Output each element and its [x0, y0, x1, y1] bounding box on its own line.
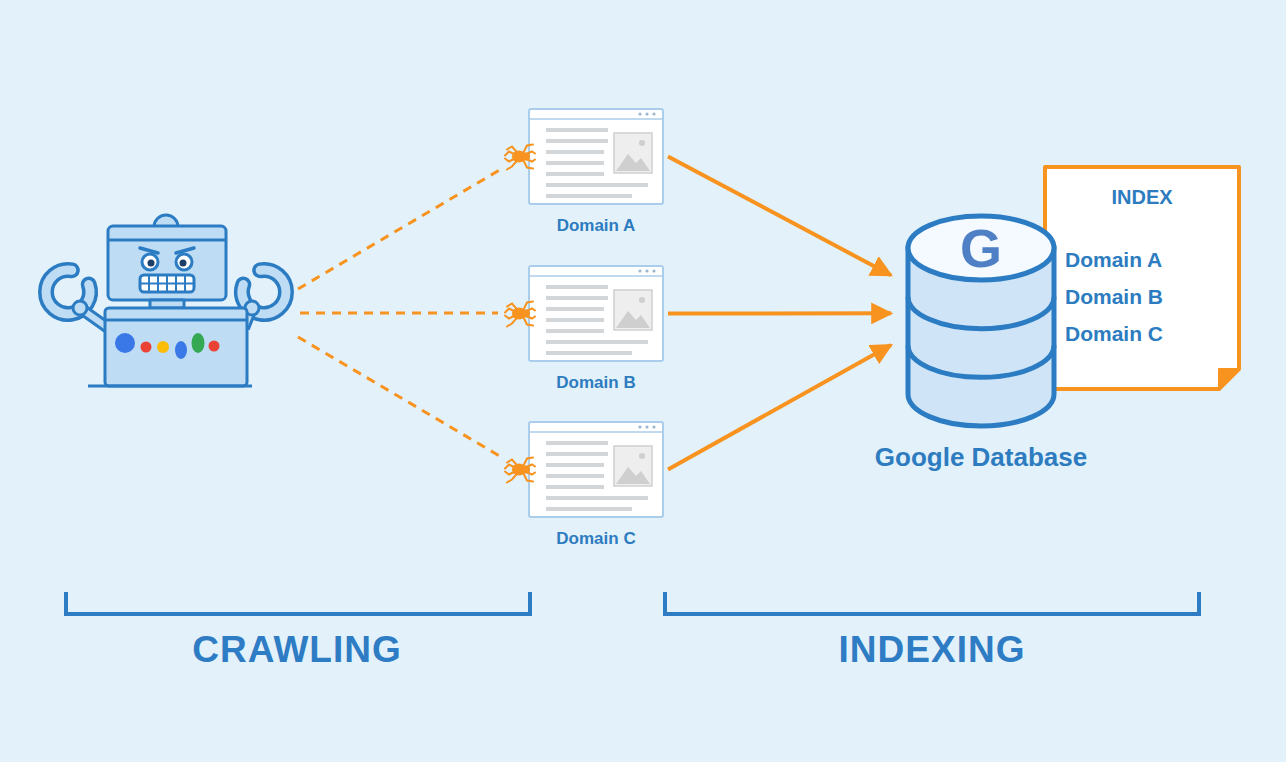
- web-page: Domain B: [528, 265, 664, 362]
- crawl-line: [298, 168, 503, 458]
- index-arrow: [668, 157, 891, 276]
- index-entry: Domain B: [1065, 284, 1163, 310]
- page-outline: [528, 265, 664, 362]
- stage-label: CRAWLING: [97, 628, 497, 672]
- google-logo: G: [905, 218, 1057, 278]
- spider-icon: [505, 458, 535, 483]
- domain-label: Domain A: [557, 216, 636, 236]
- index-entry: Domain A: [1065, 247, 1162, 273]
- database-cylinder: GGoogle Database: [905, 212, 1057, 430]
- page-thumbnail: [529, 109, 663, 204]
- domain-label: Domain B: [556, 373, 635, 393]
- index-arrow: [668, 345, 891, 470]
- domain-label: Domain C: [556, 529, 635, 549]
- page-outline: [528, 108, 664, 205]
- page-thumbnail: [529, 266, 663, 361]
- database-label: Google Database: [875, 442, 1087, 472]
- cylinder-band: [908, 345, 1054, 377]
- index-heading: INDEX: [1043, 185, 1241, 209]
- stage-label: INDEXING: [732, 628, 1132, 672]
- index-document: INDEX Domain A Domain B Domain C: [1043, 165, 1241, 391]
- page-outline: [528, 421, 664, 518]
- web-page: Domain C: [528, 421, 664, 518]
- index-entry: Domain C: [1065, 321, 1163, 347]
- bracket: [66, 592, 1199, 614]
- robot: [46, 215, 286, 386]
- spider-icon: [505, 302, 535, 327]
- cylinder-band: [908, 297, 1054, 329]
- index-arrow: [668, 311, 891, 315]
- folded-corner: [1219, 369, 1239, 389]
- page-thumbnail: [529, 422, 663, 517]
- spider-icon: [505, 145, 535, 170]
- web-page: Domain A: [528, 108, 664, 205]
